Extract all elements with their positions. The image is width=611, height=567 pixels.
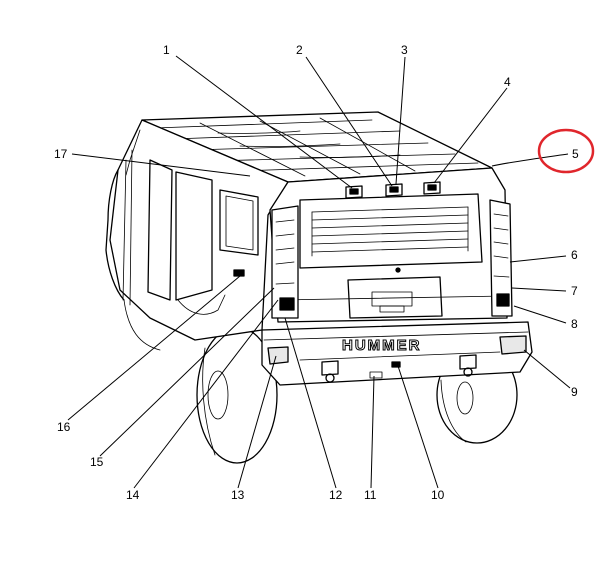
callout-9: 9 xyxy=(571,385,578,399)
highlight-circle xyxy=(537,128,595,174)
callout-4: 4 xyxy=(504,75,511,89)
callout-10: 10 xyxy=(431,488,445,502)
roof-panel xyxy=(141,111,493,183)
callout-16: 16 xyxy=(57,420,71,434)
roof-marker-lamp-center xyxy=(385,183,403,197)
callout-12: 12 xyxy=(329,488,343,502)
callout-13: 13 xyxy=(231,488,245,502)
leader-lines xyxy=(67,55,571,489)
tow-hook-right xyxy=(459,354,477,377)
callout-17: 17 xyxy=(54,147,68,161)
callout-8: 8 xyxy=(571,317,578,331)
callout-5: 5 xyxy=(572,147,579,161)
callout-2: 2 xyxy=(296,43,303,57)
rear-body xyxy=(269,167,508,323)
callout-1: 1 xyxy=(163,43,170,57)
left-tail-lamp xyxy=(271,205,299,319)
tow-hook-left xyxy=(321,360,339,383)
defroster-lines xyxy=(311,206,469,257)
callout-15: 15 xyxy=(90,455,104,469)
callout-6: 6 xyxy=(571,248,578,262)
callout-14: 14 xyxy=(126,488,140,502)
callout-labels: 1 2 3 4 5 6 7 8 9 10 11 12 13 14 15 16 1… xyxy=(54,43,579,502)
right-tail-lamp xyxy=(489,199,513,317)
roof-marker-lamp-left xyxy=(345,185,363,199)
callout-7: 7 xyxy=(571,284,578,298)
roof-marker-lamp-right xyxy=(423,181,441,195)
hummer-badge: HUMMER xyxy=(342,337,422,354)
callout-11: 11 xyxy=(364,488,377,502)
callout-3: 3 xyxy=(401,43,408,57)
